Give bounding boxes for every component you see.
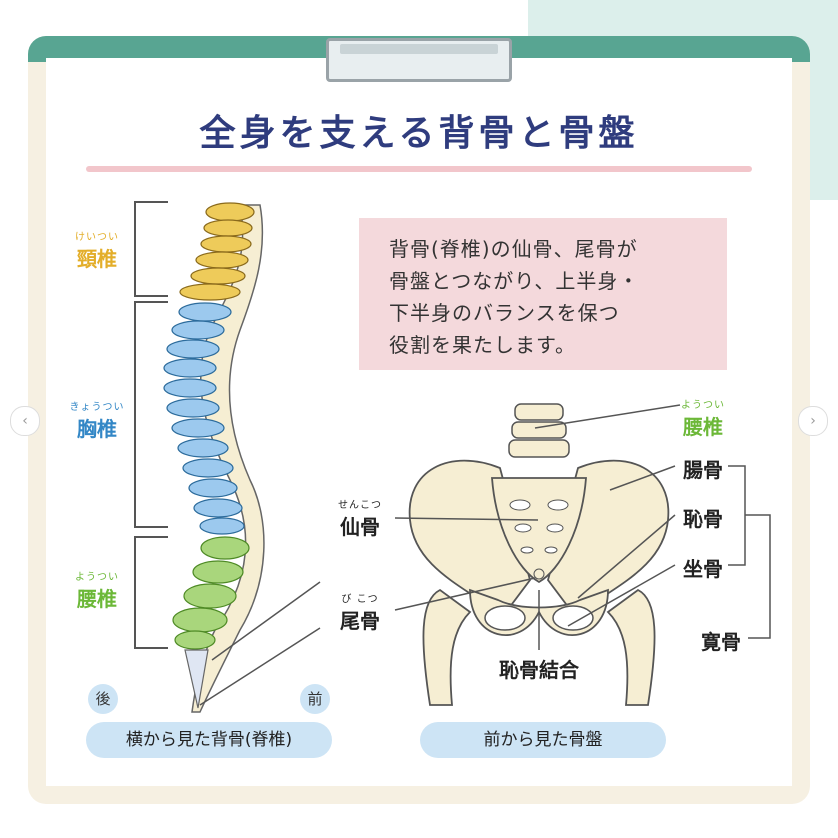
title-underline — [86, 166, 752, 172]
cervical-vertebrae — [179, 202, 255, 301]
label-ilium: 腸骨 — [683, 458, 723, 482]
label-sacrum: せんこつ 仙骨 — [338, 500, 382, 539]
info-line: 背骨(脊椎)の仙骨、尾骨が — [389, 237, 638, 261]
next-arrow-icon[interactable]: › — [798, 406, 828, 436]
label-hip-bone: 寛骨 — [701, 630, 741, 654]
spine-brackets — [134, 201, 168, 649]
bracket-thoracic — [134, 301, 168, 528]
label-ischium: 坐骨 — [683, 557, 723, 581]
label-coccyx: び こつ 尾骨 — [340, 594, 380, 633]
label-pubic-symphysis: 恥骨結合 — [499, 658, 579, 682]
page-title: 全身を支える背骨と骨盤 — [199, 113, 639, 154]
info-box: 背骨(脊椎)の仙骨、尾骨が 骨盤とつながり、上半身・ 下半身のバランスを保つ 役… — [359, 218, 727, 370]
leader-lines — [199, 404, 771, 706]
clipboard-clip-inner — [340, 44, 498, 54]
bracket-cervical — [134, 201, 168, 297]
label-pubis: 恥骨 — [683, 507, 723, 531]
info-line: 下半身のバランスを保つ — [389, 301, 620, 325]
pelvis — [408, 403, 670, 706]
clipboard-sheet — [46, 58, 792, 786]
bracket-lumbar — [134, 536, 168, 649]
label-thoracic: きょうつい 胸椎 — [69, 402, 125, 441]
info-line: 骨盤とつながり、上半身・ — [389, 269, 640, 293]
back-indicator: 後 — [88, 684, 118, 714]
prev-arrow-icon[interactable]: ‹ — [10, 406, 40, 436]
label-pelvis-lumbar: ようつい 腰椎 — [681, 400, 725, 439]
lumbar-vertebrae — [172, 536, 250, 650]
label-lumbar: ようつい 腰椎 — [75, 572, 119, 611]
label-cervical: けいつい 頸椎 — [75, 232, 119, 271]
front-indicator: 前 — [300, 684, 330, 714]
thoracic-vertebrae — [163, 302, 245, 535]
info-line: 役割を果たします。 — [389, 333, 576, 357]
caption-side-view: 横から見た背骨(脊椎) — [86, 722, 332, 758]
caption-front-view: 前から見た骨盤 — [420, 722, 666, 758]
coccyx-side — [184, 649, 209, 709]
